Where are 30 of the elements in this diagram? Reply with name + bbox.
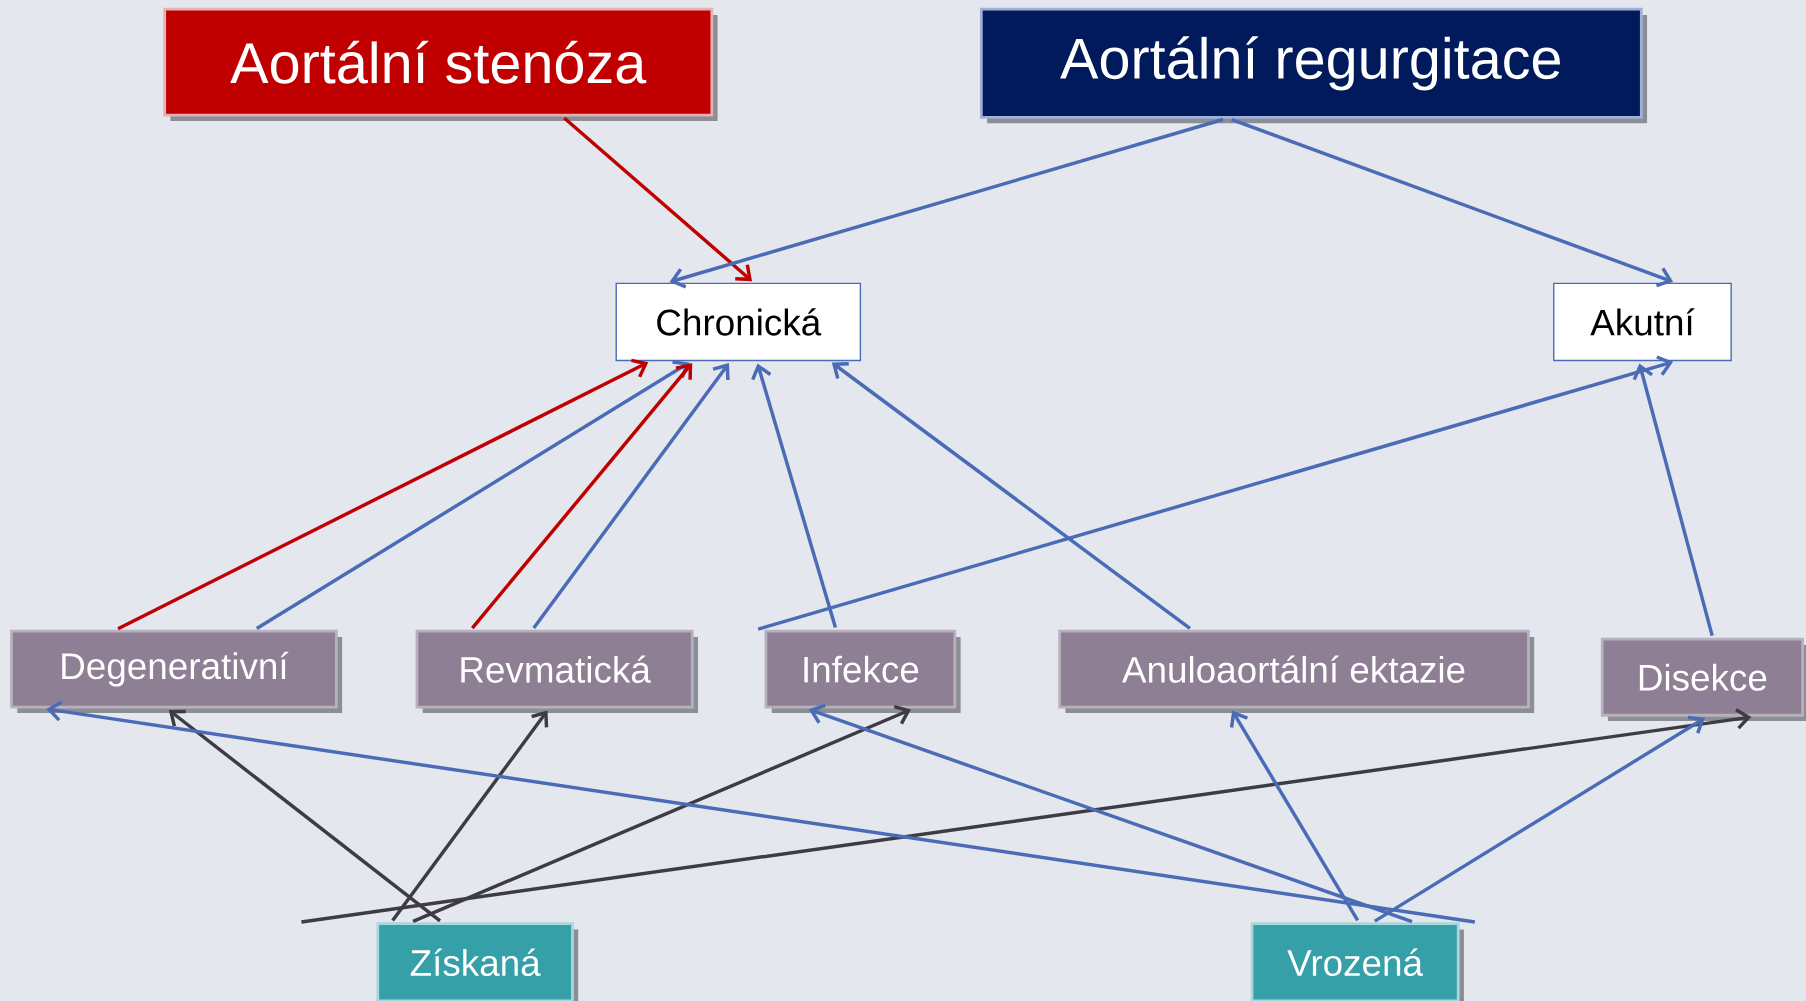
- cause-box: Anuloaortální ektazie: [1058, 629, 1535, 713]
- origin-box: Vrozená: [1250, 922, 1464, 1001]
- arrow: [1231, 118, 1674, 288]
- cause-box: Revmatická: [415, 629, 698, 713]
- arrow: [168, 709, 442, 923]
- arrow: [1229, 710, 1360, 922]
- arrow: [255, 360, 690, 631]
- arrow: [831, 362, 1191, 630]
- title-box: Aortální regurgitace: [979, 7, 1648, 124]
- cause-box: Infekce: [764, 629, 961, 713]
- arrow: [301, 708, 1752, 924]
- arrow: [117, 358, 649, 631]
- category-box: Chronická: [615, 282, 862, 362]
- origin-box: Získaná: [376, 922, 579, 1001]
- arrow: [532, 363, 730, 629]
- arrow: [1373, 715, 1706, 923]
- arrow: [751, 363, 838, 629]
- cause-box: Disekce: [1600, 637, 1806, 722]
- cause-box: Degenerativní: [10, 629, 343, 713]
- arrow: [669, 117, 1224, 289]
- arrow: [470, 363, 693, 630]
- arrow: [391, 710, 549, 922]
- title-box: Aortální stenóza: [163, 7, 718, 121]
- arrow: [808, 703, 1413, 924]
- category-box: Akutní: [1553, 282, 1732, 362]
- arrow: [757, 355, 1674, 631]
- arrow: [563, 116, 753, 282]
- arrow: [1632, 363, 1714, 637]
- arrow: [412, 705, 911, 924]
- arrow: [46, 700, 1476, 924]
